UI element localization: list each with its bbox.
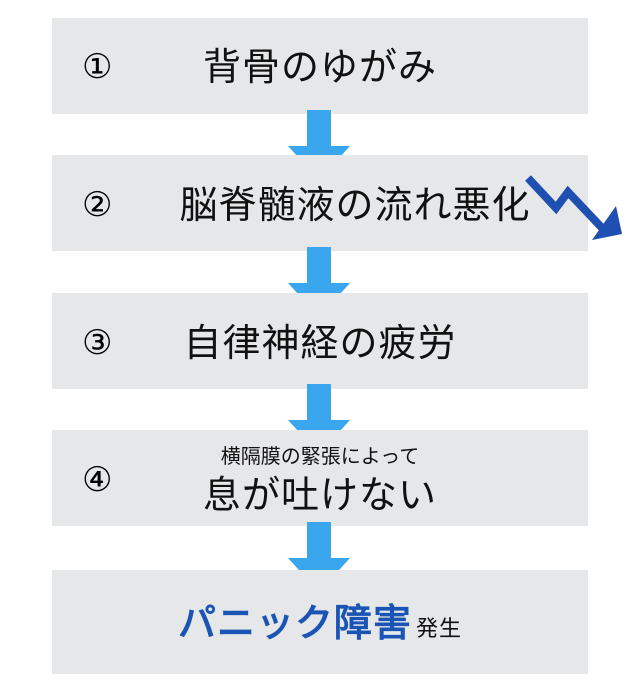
- step-box-4: ④ 横隔膜の緊張によって 息が吐けない: [52, 430, 588, 526]
- step-box-2: ② 脳脊髄液の流れ悪化: [52, 155, 588, 251]
- step-number-4: ④: [82, 460, 113, 500]
- step-number-3: ③: [82, 323, 113, 363]
- result-main: パニック障害: [177, 601, 412, 645]
- step-number-1: ①: [82, 47, 113, 87]
- result-text: パニック障害発生: [52, 604, 588, 642]
- step-box-1: ① 背骨のゆがみ: [52, 18, 588, 114]
- step-label-3: 自律神経の疲労: [183, 321, 457, 365]
- step-label-2: 脳脊髄液の流れ悪化: [179, 183, 531, 227]
- step-label-1: 背骨のゆがみ: [202, 45, 437, 89]
- step-sublabel-4: 横隔膜の緊張によって: [220, 444, 420, 468]
- result-suffix: 発生: [416, 617, 463, 642]
- step-label-4: 息が吐けない: [202, 473, 437, 517]
- step-box-3: ③ 自律神経の疲労: [52, 293, 588, 389]
- trend-down-arrow-icon: [525, 175, 622, 240]
- result-box: パニック障害発生: [52, 570, 588, 674]
- step-number-2: ②: [82, 185, 113, 225]
